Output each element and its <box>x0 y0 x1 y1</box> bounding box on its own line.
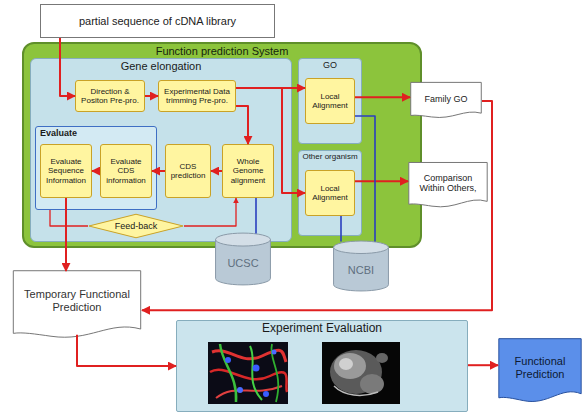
flow-connector <box>184 198 236 226</box>
node-label: Feed-back <box>115 221 158 231</box>
module-panel: Gene elongationDirection & Positon Pre-p… <box>30 58 292 242</box>
process-box: Experimental Data trimming Pre-pro. <box>158 80 236 112</box>
diamond-part <box>89 214 183 238</box>
document-shape: Temporary Functional Prediction <box>12 270 142 342</box>
node-label: Functional Prediction <box>500 355 580 380</box>
module-panel: Other organismLocal Alignment <box>298 150 362 236</box>
node-label: Temporary Functional Prediction <box>14 288 140 313</box>
flow-connector <box>355 96 410 98</box>
cyl-part <box>216 233 271 246</box>
flow-connector <box>236 106 248 144</box>
output-document: Functional Prediction <box>498 338 582 406</box>
fluorescence-image <box>208 342 288 404</box>
node-label: Experimental Data trimming Pre-pro. <box>161 87 233 105</box>
doc-part <box>499 339 581 402</box>
flow-connector <box>255 198 257 234</box>
flow-connector <box>211 170 222 172</box>
system-region: Function prediction SystemGene elongatio… <box>22 42 422 248</box>
flow-connector <box>355 116 375 242</box>
document-shape: Family GO <box>410 82 482 120</box>
node-label: CDS prediction <box>168 162 208 180</box>
node-label: NCBI <box>348 264 374 277</box>
doc-part <box>13 271 140 338</box>
flow-connector <box>236 88 305 193</box>
flow-connector <box>77 335 176 366</box>
node-label: Direction & Positon Pre-pro. <box>78 87 142 105</box>
process-box: CDS prediction <box>165 144 211 198</box>
process-box: Direction & Positon Pre-pro. <box>75 80 145 112</box>
input-box: partial sequence of cDNA library <box>40 4 275 38</box>
flow-connector <box>65 198 67 271</box>
database-cylinder: NCBI <box>333 240 389 292</box>
mri-image <box>322 342 400 404</box>
flow-connector <box>152 170 165 172</box>
flow-connector <box>355 180 408 182</box>
doc-part <box>409 162 487 206</box>
process-box: Evaluate CDS information <box>100 144 152 198</box>
module-panel: GO Local Alignment <box>298 58 362 144</box>
node-label: Evaluate Sequence Information <box>43 157 89 185</box>
node-label: Comparison Within Others, <box>410 173 486 194</box>
node-label: Family GO <box>424 94 467 104</box>
flow-connector <box>340 216 342 242</box>
flow-connector <box>142 101 492 310</box>
flow-connector <box>60 38 75 96</box>
cyl-part <box>334 241 389 253</box>
panel-title: Gene elongation <box>31 59 291 73</box>
panel-title: Evaluate <box>36 127 156 138</box>
flow-connector <box>145 95 158 97</box>
panel-title: Function prediction System <box>24 44 420 58</box>
node-label: Local Alignment <box>308 92 352 110</box>
node-label: partial sequence of cDNA library <box>79 15 236 28</box>
node-label: Whole Genome alignment <box>225 157 271 185</box>
node-label: Evaluate CDS information <box>103 157 149 185</box>
decision-diamond: Feed-back <box>88 214 184 238</box>
doc-part <box>411 82 482 117</box>
node-label: Local Alignment <box>308 184 352 202</box>
flow-connector <box>50 210 88 226</box>
process-box: Local Alignment <box>305 78 355 124</box>
process-box: Evaluate Sequence Information <box>40 144 92 198</box>
process-box: Local Alignment <box>305 170 355 216</box>
flow-connector <box>468 364 498 366</box>
panel-title: GO <box>299 59 361 70</box>
panel-title: Experiment Evaluation <box>177 321 467 336</box>
flow-connector <box>92 170 100 172</box>
evaluate-panel: EvaluateEvaluate Sequence Information Eva… <box>35 126 157 210</box>
panel-title: Other organism <box>299 151 361 161</box>
database-cylinder: UCSC <box>215 232 271 286</box>
node-label: UCSC <box>227 257 258 270</box>
document-shape: Comparison Within Others, <box>408 162 488 210</box>
process-box: Whole Genome alignment <box>222 144 274 198</box>
